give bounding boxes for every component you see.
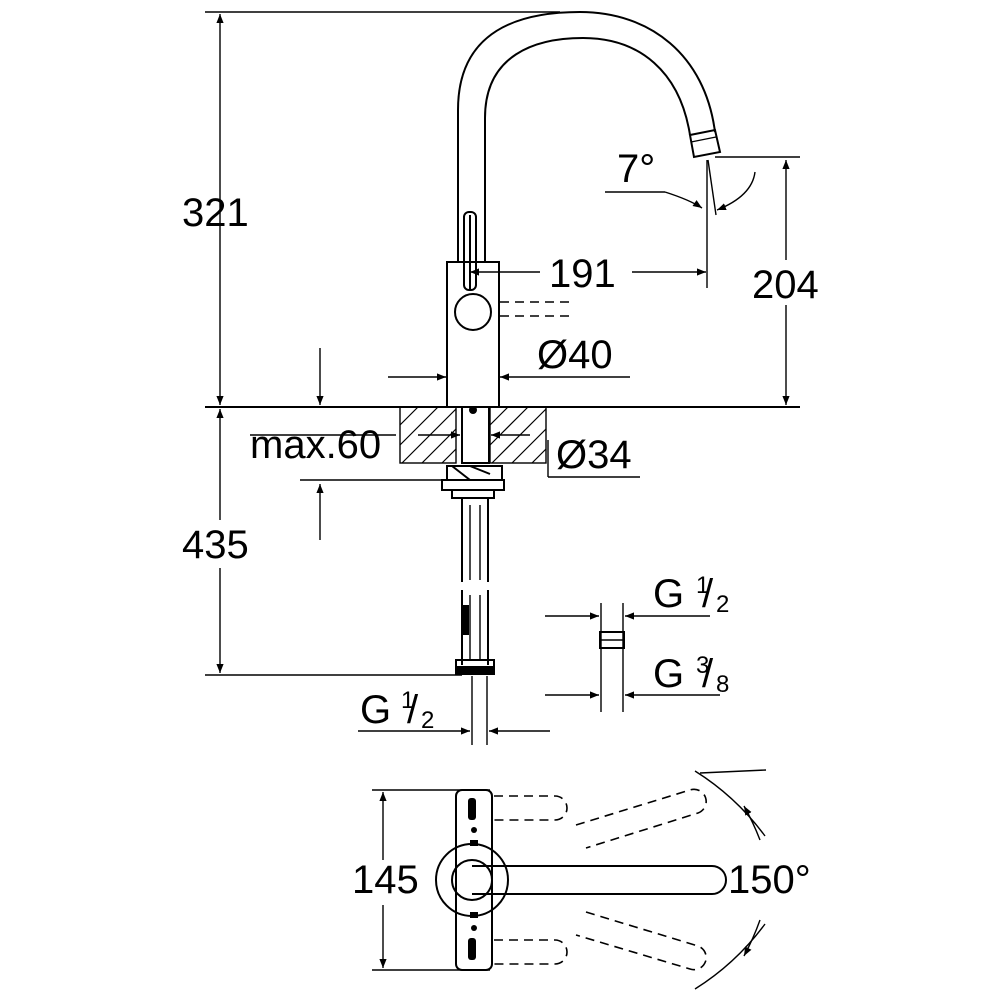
dim-spout-height: 204 xyxy=(715,156,819,405)
label-main-den: 2 xyxy=(421,707,434,734)
dim-deck-thickness: max.60 xyxy=(250,423,530,467)
dim-below-deck: 435 xyxy=(182,409,462,676)
top-view: 145 150° xyxy=(352,769,811,990)
label-width-bottom: 145 xyxy=(352,858,419,902)
supply-hoses xyxy=(455,498,495,745)
dim-body-diameter: Ø40 xyxy=(388,333,630,381)
label-adapter-bottom-num: 3 xyxy=(696,652,709,679)
dim-main-connection: G 1 / 2 xyxy=(358,687,550,735)
dim-total-height: 321 xyxy=(182,11,560,405)
dim-spout-reach: 191 xyxy=(470,252,706,296)
dim-hole-diameter: Ø34 xyxy=(547,433,640,478)
label-hole-diameter: Ø34 xyxy=(556,433,632,477)
label-spout-height: 204 xyxy=(752,263,819,307)
dim-spout-angle: 7° xyxy=(605,147,756,288)
label-adapter-bottom: G 3 / 8 xyxy=(653,652,729,698)
label-swivel-angle: 150° xyxy=(728,858,811,902)
faucet-body xyxy=(446,211,570,414)
label-total-height: 321 xyxy=(182,191,249,235)
label-main-num: 1 xyxy=(401,687,414,714)
label-adapter-top-num: 1 xyxy=(696,572,709,599)
fraction-slash: / xyxy=(702,652,714,696)
label-adapter-bottom-den: 8 xyxy=(716,671,729,698)
label-body-diameter: Ø40 xyxy=(537,333,613,377)
fixing-assembly xyxy=(300,465,505,540)
fraction-slash: / xyxy=(407,688,419,732)
faucet-spout xyxy=(457,10,722,262)
label-adapter-top-g: G xyxy=(653,572,684,616)
label-max-deck: max.60 xyxy=(250,423,381,467)
label-below-deck: 435 xyxy=(182,523,249,567)
label-main-g: G xyxy=(360,688,391,732)
label-adapter-top: G 1 / 2 xyxy=(653,572,729,618)
fraction-slash: / xyxy=(702,572,714,616)
adapter-fitting xyxy=(545,603,720,712)
label-spout-angle: 7° xyxy=(617,147,655,191)
label-adapter-top-den: 2 xyxy=(716,591,729,618)
label-spout-reach: 191 xyxy=(549,252,616,296)
label-adapter-bottom-g: G xyxy=(653,652,684,696)
